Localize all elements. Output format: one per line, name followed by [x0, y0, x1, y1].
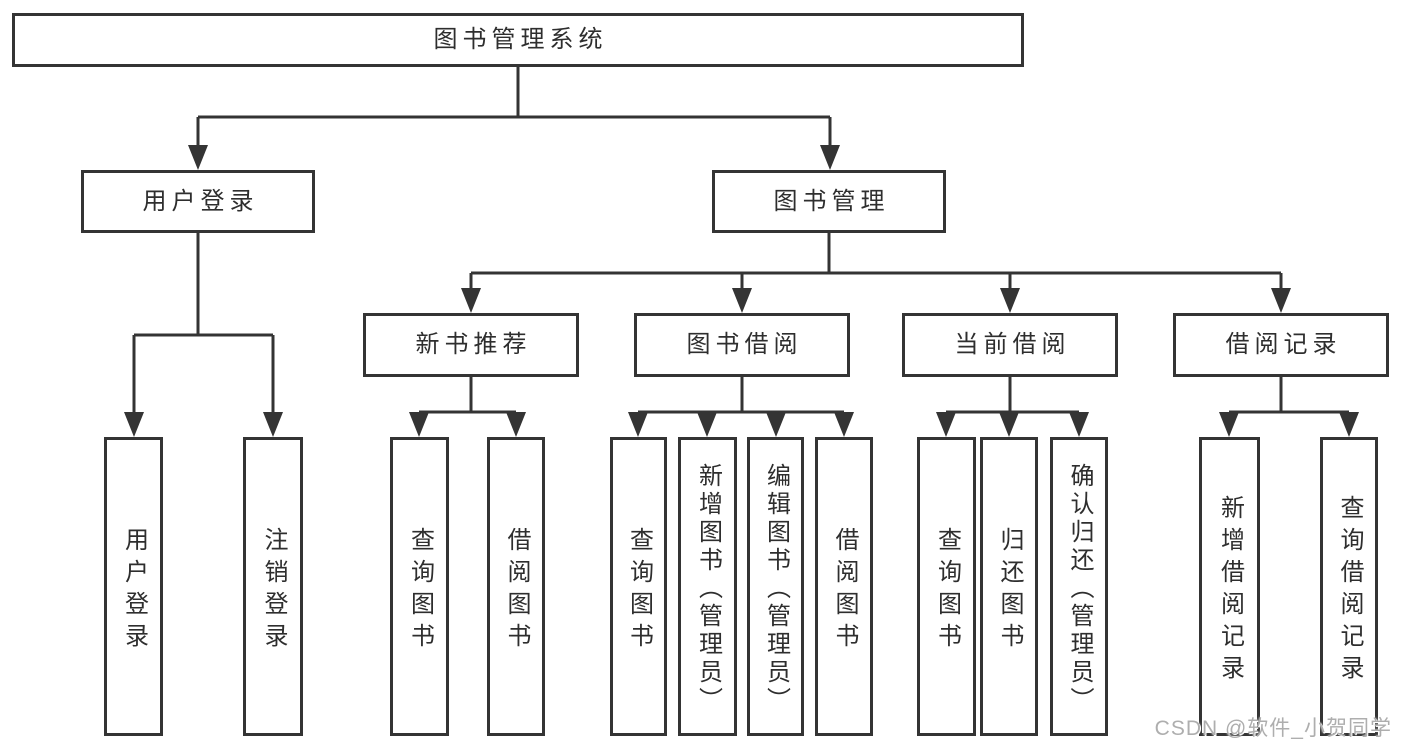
node-book-borrow: 图书借阅 [634, 313, 850, 377]
node-root-label: 图书管理系统 [433, 26, 608, 53]
leaf-add-books-admin: 新增图书（管理员） [678, 437, 737, 736]
leaf-query-books-3: 查询图书 [917, 437, 976, 736]
leaf-query-books-2-label: 查询图书 [625, 526, 653, 655]
node-current-borrow-label: 当前借阅 [954, 331, 1071, 358]
arrow-down-icon [409, 412, 429, 437]
node-book-borrow-label: 图书借阅 [686, 331, 803, 358]
arrow-down-icon [1219, 412, 1239, 437]
leaf-logout-label: 注销登录 [260, 526, 287, 655]
arrow-down-icon [820, 145, 840, 170]
connector-root-to-level2 [196, 67, 832, 147]
node-root: 图书管理系统 [12, 13, 1024, 67]
node-current-borrow: 当前借阅 [902, 313, 1118, 377]
leaf-query-borrow-record: 查询借阅记录 [1320, 437, 1378, 736]
arrow-down-icon [628, 412, 648, 437]
arrow-down-icon [1271, 288, 1291, 313]
node-user-login: 用户登录 [81, 170, 315, 233]
leaf-add-borrow-record: 新增借阅记录 [1199, 437, 1260, 736]
arrow-down-icon [732, 288, 752, 313]
node-new-books-label: 新书推荐 [415, 331, 532, 358]
leaf-query-books-2: 查询图书 [610, 437, 667, 736]
node-book-manage-label: 图书管理 [773, 187, 890, 215]
arrow-down-icon [188, 145, 208, 170]
node-borrow-records: 借阅记录 [1173, 313, 1389, 377]
arrow-down-icon [1000, 288, 1020, 313]
watermark: CSDN @软件_小贺同学 [1154, 717, 1392, 740]
connector-login-to-leaves [132, 233, 275, 414]
connector-records-to-leaves [1229, 377, 1349, 414]
leaf-edit-books-admin: 编辑图书（管理员） [747, 437, 804, 736]
arrow-down-icon [834, 412, 854, 437]
leaf-return-books: 归还图书 [980, 437, 1038, 736]
node-book-manage: 图书管理 [712, 170, 946, 233]
arrow-down-icon [766, 412, 786, 437]
connector-bookborrow-to-leaves [638, 377, 844, 414]
leaf-add-books-admin-label: 新增图书（管理员） [694, 462, 722, 715]
leaf-user-login: 用户登录 [104, 437, 163, 736]
leaf-borrow-books-2-label: 借阅图书 [831, 526, 858, 655]
leaf-borrow-books-1: 借阅图书 [487, 437, 545, 736]
leaf-confirm-return-admin-label: 确认归还（管理员） [1066, 462, 1093, 715]
leaf-borrow-books-1-label: 借阅图书 [503, 526, 530, 655]
connector-newbooks-to-leaves [419, 377, 516, 414]
arrow-down-icon [461, 288, 481, 313]
node-user-login-label: 用户登录 [142, 187, 259, 215]
leaf-edit-books-admin-label: 编辑图书（管理员） [762, 462, 790, 715]
leaf-borrow-books-2: 借阅图书 [815, 437, 873, 736]
leaf-query-books-1-label: 查询图书 [406, 526, 434, 655]
leaf-logout: 注销登录 [243, 437, 303, 736]
arrow-down-icon [697, 412, 717, 437]
leaf-query-books-3-label: 查询图书 [933, 526, 961, 655]
arrow-down-icon [999, 412, 1019, 437]
node-borrow-records-label: 借阅记录 [1225, 331, 1342, 358]
leaf-user-login-label: 用户登录 [120, 526, 148, 655]
leaf-return-books-label: 归还图书 [996, 526, 1023, 655]
arrow-down-icon [263, 412, 283, 437]
arrow-down-icon [506, 412, 526, 437]
arrow-down-icon [1069, 412, 1089, 437]
leaf-query-books-1: 查询图书 [390, 437, 449, 736]
connector-currentborrow-to-leaves [946, 377, 1079, 414]
arrow-down-icon [1339, 412, 1359, 437]
connector-manage-to-level3 [469, 233, 1283, 290]
node-new-books: 新书推荐 [363, 313, 579, 377]
arrowheads [124, 145, 1359, 437]
leaf-add-borrow-record-label: 新增借阅记录 [1216, 494, 1244, 687]
arrow-down-icon [124, 412, 144, 437]
leaf-query-borrow-record-label: 查询借阅记录 [1336, 494, 1363, 687]
leaf-confirm-return-admin: 确认归还（管理员） [1050, 437, 1108, 736]
arrow-down-icon [936, 412, 956, 437]
